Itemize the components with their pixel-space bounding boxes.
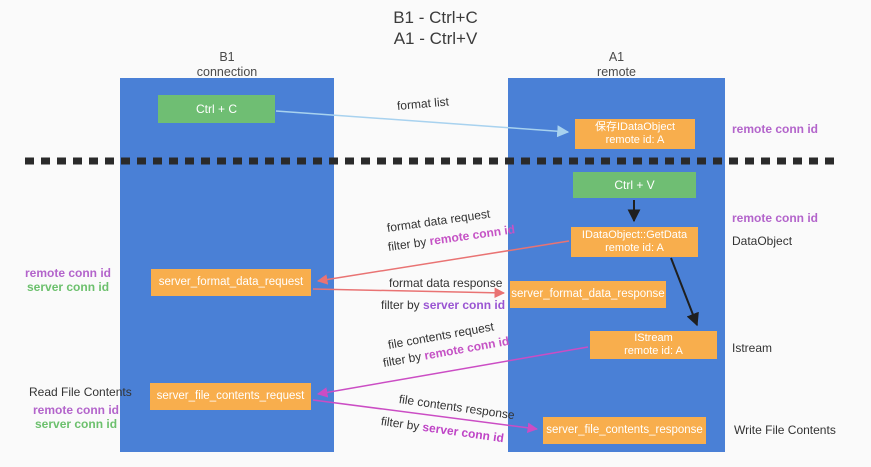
annotation-read-file-contents: Read File Contents bbox=[29, 385, 132, 399]
filter-prefix: filter by bbox=[381, 298, 424, 312]
title-line-2: A1 - Ctrl+V bbox=[393, 29, 478, 48]
lane-header-b1: B1 connection bbox=[120, 50, 334, 80]
node-ctrl-c: Ctrl + C bbox=[158, 95, 275, 123]
node-format-request-label: server_format_data_request bbox=[158, 276, 304, 288]
node-save-dataobject: 保存IDataObject remote id: A bbox=[575, 119, 695, 149]
edge-label-filter-by-server-conn-id-2: filter by server conn id bbox=[380, 414, 505, 445]
node-server-format-data-response: server_format_data_response bbox=[510, 281, 666, 308]
lane-a1-title: A1 bbox=[608, 50, 625, 64]
title-line-1: B1 - Ctrl+C bbox=[393, 8, 478, 27]
node-file-response-label: server_file_contents_response bbox=[546, 424, 703, 436]
node-istream: IStream remote id: A bbox=[590, 331, 717, 359]
filter-prefix: filter by bbox=[387, 234, 431, 254]
annotation-left-bottom-remote-conn-id: remote conn id bbox=[33, 403, 120, 417]
node-getdata-line1: IDataObject::GetData bbox=[581, 229, 688, 241]
diagram-title: B1 - Ctrl+C A1 - Ctrl+V bbox=[0, 7, 871, 49]
lane-a1-subtitle: remote bbox=[597, 65, 636, 79]
node-server-format-data-request: server_format_data_request bbox=[151, 269, 311, 296]
filter-prefix: filter by bbox=[380, 414, 424, 434]
lane-b1-subtitle: connection bbox=[196, 65, 258, 79]
annotation-left-remote-conn-id: remote conn id bbox=[25, 266, 112, 280]
node-istream-line1: IStream bbox=[634, 332, 673, 344]
node-format-response-label: server_format_data_response bbox=[511, 288, 665, 300]
annotation-istream: Istream bbox=[732, 341, 773, 355]
filter-key-server-conn-id: server conn id bbox=[423, 298, 506, 312]
edge-label-file-contents-response: file contents response bbox=[398, 392, 516, 423]
edge-label-filter-by-server-conn-id-1: filter by server conn id bbox=[381, 298, 505, 312]
node-getdata-line2: remote id: A bbox=[605, 242, 664, 254]
node-ctrl-v: Ctrl + V bbox=[573, 172, 696, 198]
node-ctrl-c-label: Ctrl + C bbox=[195, 102, 237, 116]
node-ctrl-v-label: Ctrl + V bbox=[614, 178, 655, 192]
annotation-remote-conn-id-top: remote conn id bbox=[732, 122, 819, 136]
node-save-dataobject-line1: 保存IDataObject bbox=[594, 121, 676, 133]
node-save-dataobject-line2: remote id: A bbox=[605, 134, 665, 146]
node-istream-line2: remote id: A bbox=[624, 345, 683, 357]
annotation-dataobject: DataObject bbox=[732, 234, 793, 248]
node-file-request-label: server_file_contents_request bbox=[156, 390, 305, 402]
node-idataobject-getdata: IDataObject::GetData remote id: A bbox=[571, 227, 698, 257]
annotation-left-server-conn-id: server conn id bbox=[27, 280, 110, 294]
annotation-write-file-contents: Write File Contents bbox=[734, 423, 836, 437]
edge-label-format-data-response: format data response bbox=[389, 276, 503, 290]
annotation-remote-conn-id-mid: remote conn id bbox=[732, 211, 819, 225]
node-server-file-contents-request: server_file_contents_request bbox=[150, 383, 311, 410]
edge-label-format-list: format list bbox=[396, 94, 450, 113]
node-server-file-contents-response: server_file_contents_response bbox=[543, 417, 706, 444]
annotation-left-bottom-server-conn-id: server conn id bbox=[35, 417, 118, 431]
lane-b1-title: B1 bbox=[219, 50, 235, 64]
lane-header-a1: A1 remote bbox=[508, 50, 725, 80]
filter-key-server-conn-id: server conn id bbox=[421, 419, 505, 446]
